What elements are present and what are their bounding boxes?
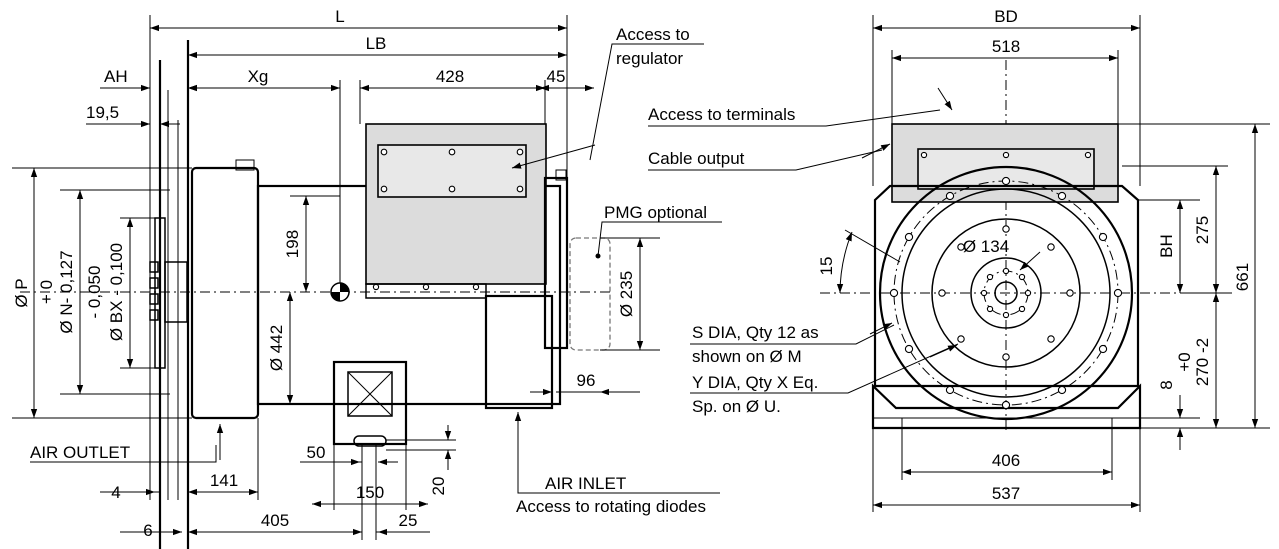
shaft-key-2 bbox=[149, 277, 159, 289]
shaft-key-4 bbox=[149, 309, 159, 321]
label-y-dia-1: Y DIA, Qty X Eq. bbox=[692, 373, 818, 392]
label-s-dia-1: S DIA, Qty 12 as bbox=[692, 323, 819, 342]
label-LB: LB bbox=[366, 34, 387, 53]
centre-of-gravity-symbol bbox=[330, 282, 350, 302]
label-4: 4 bbox=[111, 483, 120, 502]
end-view bbox=[648, 15, 1270, 512]
label-442: Ø 442 bbox=[267, 325, 286, 371]
label-P: Ø P bbox=[12, 278, 31, 307]
label-Xg: Xg bbox=[248, 67, 269, 86]
label-428: 428 bbox=[436, 67, 464, 86]
flange-outer-circle bbox=[878, 165, 1134, 421]
pmg-outline bbox=[569, 237, 611, 351]
label-air-outlet: AIR OUTLET bbox=[30, 443, 130, 462]
label-20: 20 bbox=[429, 477, 448, 496]
foot-window bbox=[347, 371, 393, 417]
label-BH: BH bbox=[1157, 234, 1176, 258]
flange-inner-circle bbox=[931, 218, 1081, 368]
label-15: 15 bbox=[817, 257, 836, 276]
label-N-tol: + 0 bbox=[37, 280, 56, 304]
label-537: 537 bbox=[992, 484, 1020, 503]
label-AH: AH bbox=[104, 67, 128, 86]
shaft-key-1 bbox=[149, 261, 159, 273]
label-96: 96 bbox=[577, 371, 596, 390]
end-bracket bbox=[543, 176, 569, 350]
label-405: 405 bbox=[261, 511, 289, 530]
label-y-dia-2: Sp. on Ø U. bbox=[692, 397, 781, 416]
side-view bbox=[12, 15, 722, 549]
label-BD: BD bbox=[994, 7, 1018, 26]
label-s-dia-2: shown on Ø M bbox=[692, 347, 802, 366]
guard-top-tab bbox=[235, 159, 255, 171]
label-25: 25 bbox=[399, 511, 418, 530]
label-235: Ø 235 bbox=[617, 271, 636, 317]
label-518: 518 bbox=[992, 37, 1020, 56]
label-275: 275 bbox=[1193, 216, 1212, 244]
label-cable-output: Cable output bbox=[648, 149, 745, 168]
label-270-tol: +0 bbox=[1175, 352, 1194, 371]
label-661: 661 bbox=[1233, 263, 1252, 291]
label-50: 50 bbox=[307, 443, 326, 462]
shaft-key-3 bbox=[149, 293, 159, 305]
air-inlet-grille bbox=[484, 294, 554, 410]
label-pmg-optional: PMG optional bbox=[604, 203, 707, 222]
dim-15-arc bbox=[836, 231, 853, 294]
label-rotating-diodes: Access to rotating diodes bbox=[516, 497, 706, 516]
label-6: 6 bbox=[143, 521, 152, 540]
shaft-hub bbox=[164, 261, 188, 323]
label-BX-tol: - 0,050 bbox=[85, 266, 104, 319]
label-access-regulator-1: Access to bbox=[616, 25, 690, 44]
label-406: 406 bbox=[992, 451, 1020, 470]
air-outlet-guard bbox=[190, 166, 260, 420]
label-air-inlet: AIR INLET bbox=[545, 474, 626, 493]
label-45: 45 bbox=[547, 67, 566, 86]
label-134: Ø 134 bbox=[963, 237, 1009, 256]
label-141: 141 bbox=[210, 471, 238, 490]
foot-slot bbox=[353, 435, 387, 447]
label-270: 270 -2 bbox=[1193, 338, 1212, 386]
label-access-terminals: Access to terminals bbox=[648, 105, 795, 124]
label-access-regulator-2: regulator bbox=[616, 49, 683, 68]
label-N: Ø N- 0,127 bbox=[57, 250, 76, 333]
label-19-5: 19,5 bbox=[86, 103, 119, 122]
label-198: 198 bbox=[283, 230, 302, 258]
label-L: L bbox=[335, 7, 344, 26]
label-BX: Ø BX - 0,100 bbox=[107, 243, 126, 341]
label-150: 150 bbox=[356, 483, 384, 502]
label-8: 8 bbox=[1157, 380, 1176, 389]
